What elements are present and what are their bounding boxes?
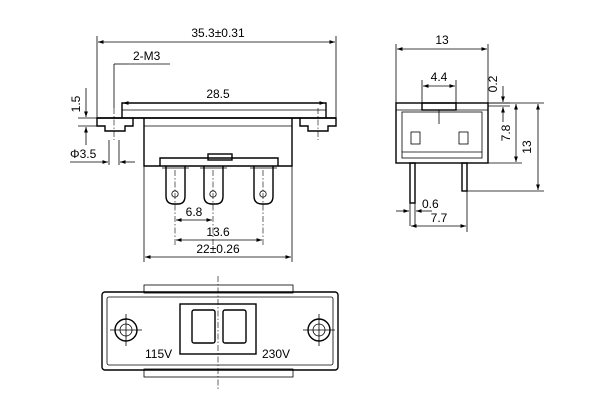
dim-pin-spacing: 7.7 [411, 191, 468, 232]
dim-top-gap: 0.2 [486, 75, 510, 122]
dim-slot-width: 4.4 [421, 70, 457, 103]
front-flange [96, 117, 134, 132]
dim-pin-pitch-b: 13.6 [176, 225, 262, 242]
bottom-plate [101, 291, 339, 371]
hole-diameter-label: Φ3.5 [70, 147, 97, 161]
dim-flange-thickness: 1.5 [69, 88, 97, 145]
pin-pitch-a-label: 6.8 [186, 205, 203, 219]
dim-body-width: 22±0.26 [143, 166, 293, 262]
dim-hole-diameter: Φ3.5 [70, 140, 135, 165]
side-pin-right [461, 162, 468, 192]
side-pin-left [409, 162, 416, 204]
terminal-middle [200, 166, 227, 205]
body-height-label: 7.8 [499, 124, 513, 141]
voltage-label-115: 115V [145, 347, 172, 361]
inner-width-label: 28.5 [206, 87, 230, 101]
pin-spacing-label: 7.7 [431, 211, 448, 225]
body-width-label: 22±0.26 [196, 242, 240, 256]
bottom-view: 115V 230V [101, 276, 339, 390]
pin-thickness-label: 0.6 [422, 197, 439, 211]
pin-pitch-b-label: 13.6 [206, 225, 230, 239]
dim-body-height: 7.8 [488, 104, 522, 164]
screw-hole-left [110, 314, 142, 346]
terminal-right [250, 166, 277, 205]
dim-pin-thickness: 0.6 [396, 197, 439, 226]
side-width-label: 13 [435, 33, 449, 47]
dim-total-height: 13 [467, 102, 544, 192]
voltage-label-230: 230V [262, 347, 290, 361]
dim-inner-width: 28.5 [123, 87, 325, 105]
flange-thickness-label: 1.5 [69, 95, 83, 112]
front-flange-right [299, 117, 337, 132]
slot-width-label: 4.4 [431, 70, 448, 84]
dim-screw-thread: 2-M3 [113, 49, 170, 108]
overall-width-label: 35.3±0.31 [191, 26, 245, 40]
dim-side-width: 13 [395, 33, 489, 103]
total-height-label: 13 [520, 140, 534, 154]
side-view [395, 102, 489, 204]
screw-thread-label: 2-M3 [133, 49, 161, 63]
dim-pin-pitch-a: 6.8 [176, 205, 212, 222]
top-gap-label: 0.2 [486, 75, 500, 92]
front-body [143, 118, 293, 167]
terminal-left [162, 166, 189, 205]
screw-hole-right [303, 314, 335, 346]
rocker-switch [179, 303, 257, 355]
dim-overall-width: 35.3±0.31 [96, 26, 337, 118]
